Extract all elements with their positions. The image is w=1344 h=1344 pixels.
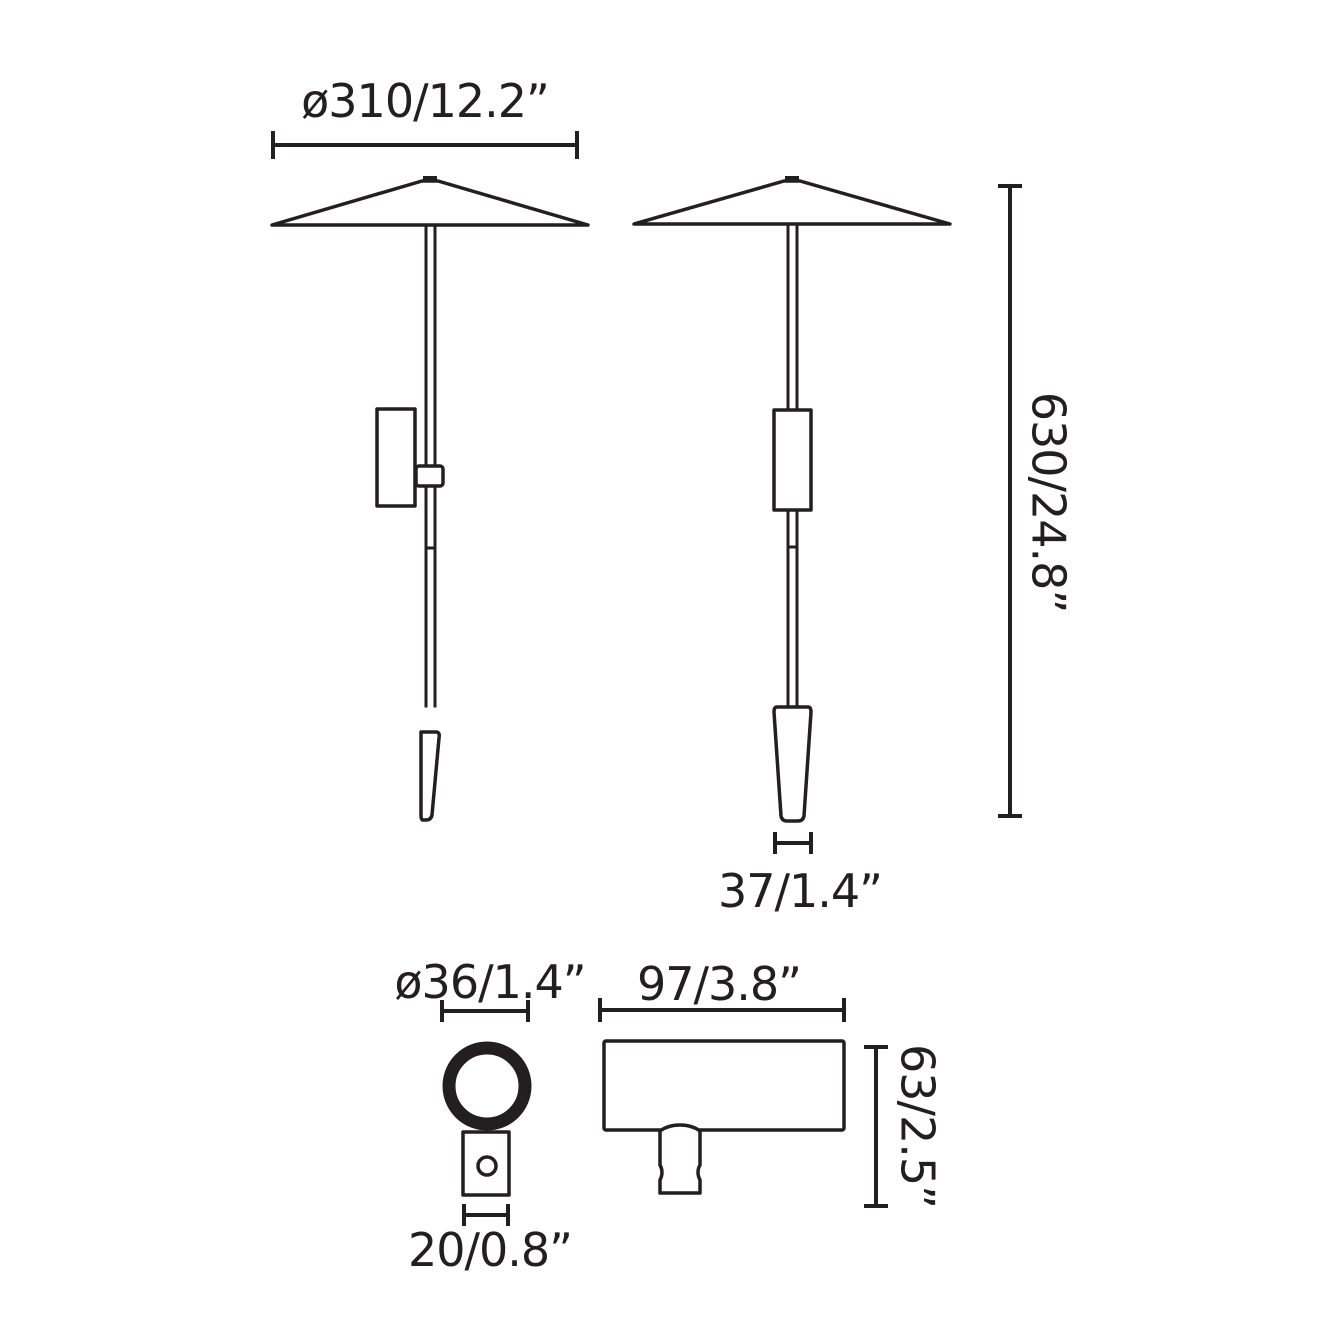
umbrella-shade — [632, 179, 952, 226]
connector-ring — [442, 1041, 532, 1131]
box-height-label: 63/2.5” — [891, 1044, 945, 1208]
connector-detail: ø36/1.4” 20/0.8” — [394, 955, 586, 1277]
ground-spike — [419, 730, 441, 822]
pole-clamp — [414, 464, 445, 488]
umbrella-shade — [270, 179, 590, 227]
overall-height-label: 630/24.8” — [1022, 392, 1076, 613]
overall-height-dimension: 630/24.8” — [998, 184, 1076, 818]
shade-cap — [785, 176, 799, 182]
shade-diameter-dimension: ø310/12.2” — [271, 74, 579, 159]
ground-spike — [772, 705, 813, 823]
connector-diameter-label: ø36/1.4” — [394, 955, 585, 1009]
screw-hole — [476, 1155, 498, 1177]
box-width-label: 97/3.8” — [637, 957, 801, 1011]
connector-block — [461, 1130, 511, 1197]
connector-width-label: 20/0.8” — [408, 1223, 572, 1277]
shade-diameter-label: ø310/12.2” — [301, 74, 549, 128]
box-detail: 97/3.8” 63/2.5” — [598, 957, 945, 1208]
shade-cap — [423, 176, 437, 182]
junction-box — [375, 407, 417, 508]
spike-width-dimension: 37/1.4” — [718, 832, 883, 918]
spike-width-label: 37/1.4” — [718, 864, 882, 918]
box-stem — [658, 1123, 702, 1195]
front-view-lamp — [632, 176, 952, 823]
junction-box — [772, 408, 813, 512]
junction-box-body — [602, 1039, 846, 1132]
side-view-lamp — [270, 176, 590, 822]
